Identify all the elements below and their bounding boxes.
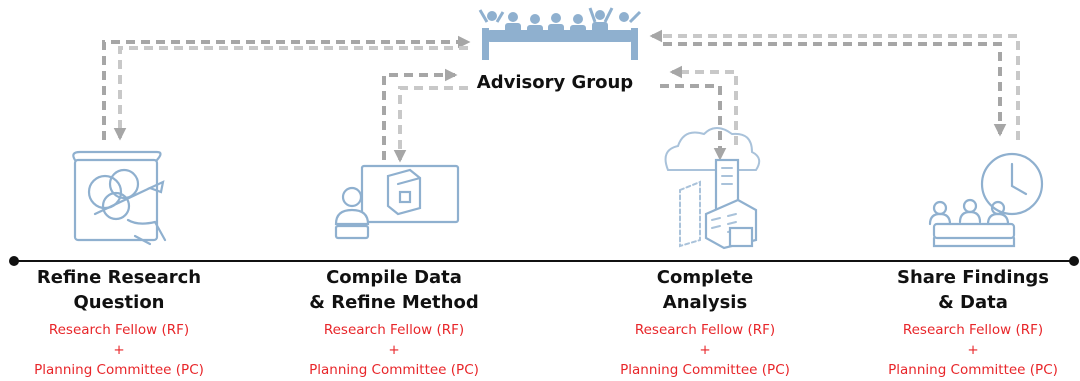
connector-arrows — [102, 29, 1020, 163]
research-question-icon — [72, 150, 167, 246]
arrow-stage4-to-advisory — [649, 29, 1020, 140]
timeline — [9, 256, 1079, 266]
arrow-advisory-to-stage4 — [663, 42, 1007, 137]
stage3-title-line2: Analysis — [662, 292, 748, 313]
advisory-group-icon — [478, 7, 642, 60]
stage2-title-line2: & Refine Method — [309, 292, 479, 313]
stage1-plus: + — [113, 342, 125, 358]
stage1-title-line2: Question — [73, 292, 165, 313]
meeting-clock-icon — [928, 152, 1044, 248]
stage4-plus: + — [967, 342, 979, 358]
stage1-role2: Planning Committee (PC) — [34, 362, 204, 378]
advisory-group-label: Advisory Group — [476, 72, 634, 93]
cloud-analysis-icon — [664, 127, 761, 250]
stage4-title-line2: & Data — [938, 292, 1008, 313]
stage4-role2: Planning Committee (PC) — [888, 362, 1058, 378]
arrow-advisory-to-stage2 — [393, 86, 468, 163]
stage1-title-line1: Refine Research — [36, 267, 202, 288]
stage2-role1: Research Fellow (RF) — [323, 322, 465, 338]
stage3-role1: Research Fellow (RF) — [634, 322, 776, 338]
arrow-stage1-to-advisory — [102, 35, 471, 140]
timeline-end-dot — [1069, 256, 1079, 266]
stage3-role2: Planning Committee (PC) — [620, 362, 790, 378]
stage1-role1: Research Fellow (RF) — [48, 322, 190, 338]
arrow-advisory-to-stage3 — [660, 84, 727, 161]
arrow-advisory-to-stage1 — [113, 46, 468, 141]
compile-data-icon — [334, 164, 460, 240]
stage4-title-line1: Share Findings — [896, 267, 1050, 288]
stage3-plus: + — [699, 342, 711, 358]
stage2-title-line1: Compile Data — [326, 267, 462, 288]
stage2-role2: Planning Committee (PC) — [309, 362, 479, 378]
stage3-title-line1: Complete — [656, 267, 754, 288]
stage4-role1: Research Fellow (RF) — [902, 322, 1044, 338]
stage2-plus: + — [388, 342, 400, 358]
timeline-start-dot — [9, 256, 19, 266]
